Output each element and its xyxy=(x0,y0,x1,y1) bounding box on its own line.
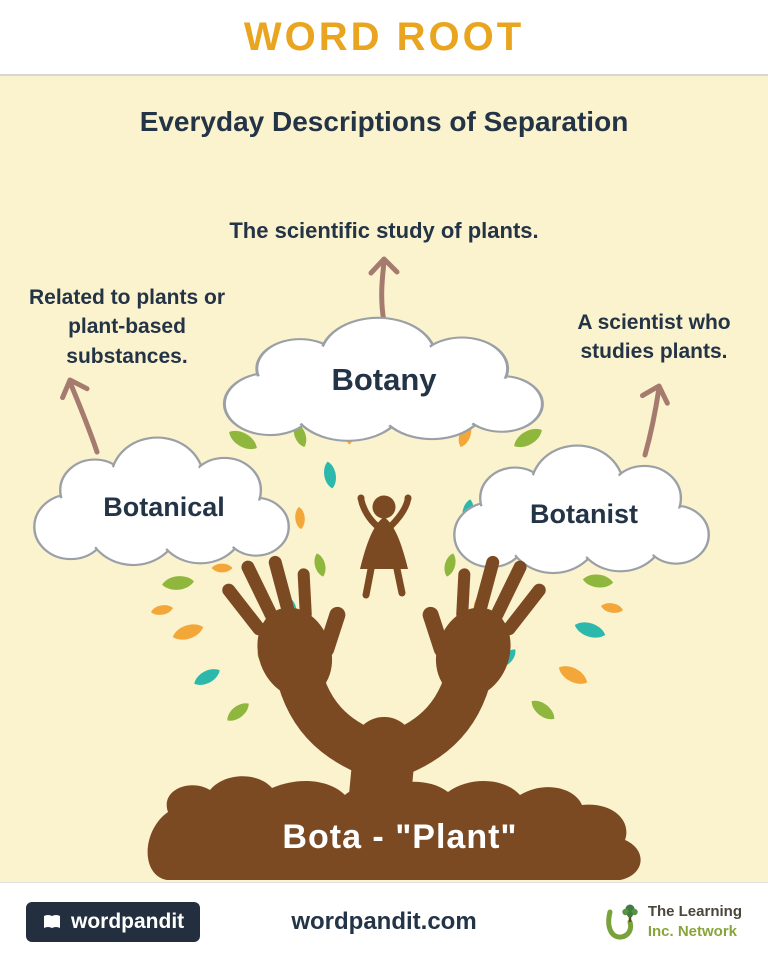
root-meaning: Bota - "Plant" xyxy=(282,818,518,856)
wordpandit-logo: wordpandit xyxy=(26,901,201,942)
word-botanist: Botanist xyxy=(530,499,638,529)
description-botanist: A scientist who studies plants. xyxy=(550,308,758,367)
word-botany: Botany xyxy=(331,362,437,397)
learning-network-logo: The Learning Inc. Network xyxy=(604,902,742,942)
header: WORD ROOT xyxy=(0,0,768,76)
tree-illustration xyxy=(33,256,710,880)
arrow-center-icon xyxy=(368,256,400,325)
description-botanical-line2: plant-based xyxy=(68,315,186,339)
description-botanical-line3: substances. xyxy=(66,344,188,368)
child-icon xyxy=(357,494,412,599)
description-botanist-line2: studies plants. xyxy=(580,340,728,364)
word-botanical: Botanical xyxy=(103,492,225,522)
wordpandit-logo-text: wordpandit xyxy=(71,909,185,933)
open-book-icon xyxy=(44,914,60,928)
footer: wordpandit wordpandit.com The Learning I… xyxy=(0,882,768,960)
tree-u-icon xyxy=(606,904,638,940)
description-botanical-line1: Related to plants or xyxy=(28,286,226,309)
learning-network-text: The Learning Inc. Network xyxy=(648,902,742,941)
arrow-left-icon xyxy=(60,377,100,455)
page-title: WORD ROOT xyxy=(243,14,525,59)
website-url: wordpandit.com xyxy=(291,907,477,935)
description-botanical: Related to plants or plant-based substan… xyxy=(4,283,250,371)
hand-left-icon xyxy=(213,533,371,713)
network-line1: The Learning xyxy=(647,903,742,920)
arrow-right-icon xyxy=(639,383,670,458)
description-botany: The scientific study of plants. xyxy=(0,216,768,247)
description-botany-line: The scientific study of plants. xyxy=(229,218,539,243)
network-line2: Inc. Network xyxy=(647,922,737,940)
subtitle: Everyday Descriptions of Separation xyxy=(139,106,629,137)
description-botanist-line1: A scientist who xyxy=(577,311,731,334)
